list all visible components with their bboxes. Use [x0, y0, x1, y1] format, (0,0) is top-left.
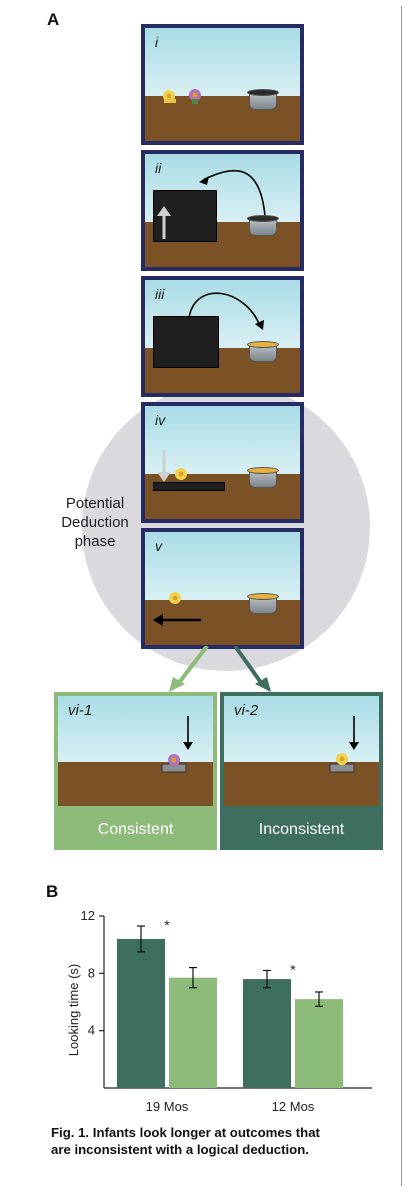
bar-0-1	[169, 977, 217, 1088]
panel-a-letter: A	[47, 10, 60, 29]
x-category-label: 12 Mos	[272, 1099, 315, 1114]
phase-label-line2: Deduction	[61, 514, 129, 531]
step-label: iv	[155, 412, 166, 428]
motion-arrows-icon	[157, 169, 266, 239]
bar-0-0	[117, 938, 165, 1088]
outcome-consistent: vi-1 Consistent	[54, 692, 217, 850]
outcome-inconsistent: vi-2 Inconsistent	[220, 692, 383, 850]
sky	[145, 532, 300, 600]
caption-line2: are inconsistent with a logical deductio…	[51, 1142, 309, 1157]
looking-time-chart: Looking time (s) 4 8 12 19 Mos * 12 Mos *	[66, 908, 372, 1114]
outcome-split-arrows	[169, 646, 271, 692]
scene-iii: iii	[141, 276, 304, 397]
panel-b-letter: B	[46, 882, 59, 901]
bar-1-0	[243, 979, 291, 1088]
ground	[58, 762, 213, 806]
x-category-label: 19 Mos	[146, 1099, 189, 1114]
slide-arrow-and-flower-icon	[153, 592, 201, 626]
step-label: vi-2	[234, 702, 259, 719]
purple-flower-in-bucket-icon	[161, 716, 193, 773]
significance-marker: *	[164, 917, 170, 933]
phase-label-line3: phase	[74, 533, 116, 550]
bucket-icon	[247, 89, 279, 110]
deduction-phase-label: Potential Deduction phase	[40, 494, 150, 551]
step-label: v	[155, 538, 162, 554]
y-tick-label: 12	[81, 908, 95, 923]
step-label: iii	[155, 286, 165, 302]
motion-arrow-icon	[188, 292, 264, 330]
figure-label: Fig. 1.	[51, 1125, 90, 1140]
consistent-label: Consistent	[54, 810, 217, 850]
flower-objects-icon	[163, 89, 201, 104]
y-tick-label: 8	[88, 965, 95, 980]
y-axis-label: Looking time (s)	[66, 964, 81, 1056]
step-label: i	[155, 34, 159, 50]
scene-ii: ii	[141, 150, 304, 271]
outcome-frame: vi-2	[220, 692, 383, 810]
bucket-icon	[247, 467, 279, 488]
figure-caption: Fig. 1. Infants look longer at outcomes …	[51, 1124, 391, 1158]
step-label: ii	[155, 160, 162, 176]
sky	[58, 696, 213, 762]
caption-line1: Infants look longer at outcomes that	[92, 1125, 320, 1140]
bar-1-1	[295, 999, 343, 1088]
scene-v: v	[141, 528, 304, 649]
bucket-icon	[247, 215, 279, 236]
sky	[145, 28, 300, 96]
bucket-icon	[247, 593, 279, 614]
y-tick-label: 4	[88, 1023, 95, 1038]
outcome-frame: vi-1	[54, 692, 217, 810]
sky	[224, 696, 379, 762]
bucket-icon	[247, 341, 279, 362]
column-rule	[401, 6, 402, 1186]
occluder-screen	[153, 316, 219, 368]
scene-i: i	[141, 24, 304, 145]
yellow-flower-in-bucket-icon	[329, 716, 359, 773]
inconsistent-label: Inconsistent	[220, 810, 383, 850]
sky	[145, 406, 300, 474]
scene-iv: iv	[141, 402, 304, 523]
significance-marker: *	[290, 961, 296, 977]
lowered-screen	[153, 482, 225, 491]
step-label: vi-1	[68, 702, 93, 719]
lower-arrow-and-flower-icon	[157, 450, 187, 482]
phase-label-line1: Potential	[65, 495, 125, 512]
